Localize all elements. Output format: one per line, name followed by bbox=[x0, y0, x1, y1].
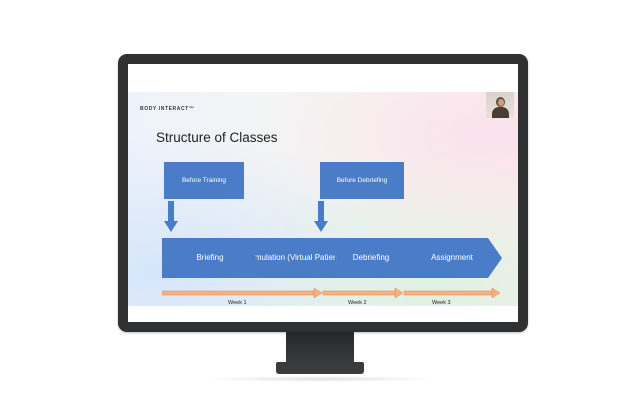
slide-title: Structure of Classes bbox=[156, 130, 278, 145]
arrow-right-icon bbox=[162, 288, 323, 298]
presentation-top-bar bbox=[128, 64, 518, 92]
arrow-down-icon bbox=[314, 201, 328, 232]
monitor-frame: BODY INTERACT™ Structure of Classes Befo… bbox=[118, 54, 528, 332]
week-label-2: Week 2 bbox=[348, 300, 367, 306]
arrow-down-icon bbox=[164, 201, 178, 232]
arrow-right-icon bbox=[403, 288, 501, 298]
arrow-right-icon bbox=[322, 288, 404, 298]
stage-briefing: Briefing bbox=[162, 238, 258, 278]
stage-simulation: Simulation (Virtual Patient) bbox=[243, 238, 343, 278]
monitor-screen: BODY INTERACT™ Structure of Classes Befo… bbox=[128, 64, 518, 322]
stage-assignment: Assignment bbox=[402, 238, 502, 278]
week-label-3: Week 3 bbox=[432, 300, 451, 306]
presenter-body bbox=[492, 107, 509, 118]
stage-debriefing: Debriefing bbox=[323, 238, 419, 278]
brand-logo: BODY INTERACT™ bbox=[140, 106, 195, 112]
monitor-stand-neck bbox=[286, 332, 354, 364]
callout-before-training: Before Training bbox=[164, 162, 244, 199]
webcam-thumbnail[interactable] bbox=[486, 92, 514, 118]
timeline-arrows bbox=[162, 288, 501, 298]
presenter-face bbox=[498, 99, 504, 106]
monitor-stand-base bbox=[276, 362, 364, 374]
presentation-bottom-bar bbox=[128, 306, 518, 322]
stand-shadow bbox=[200, 376, 440, 382]
week-label-1: Week 1 bbox=[228, 300, 247, 306]
callout-before-debriefing: Before Debriefing bbox=[320, 162, 404, 199]
